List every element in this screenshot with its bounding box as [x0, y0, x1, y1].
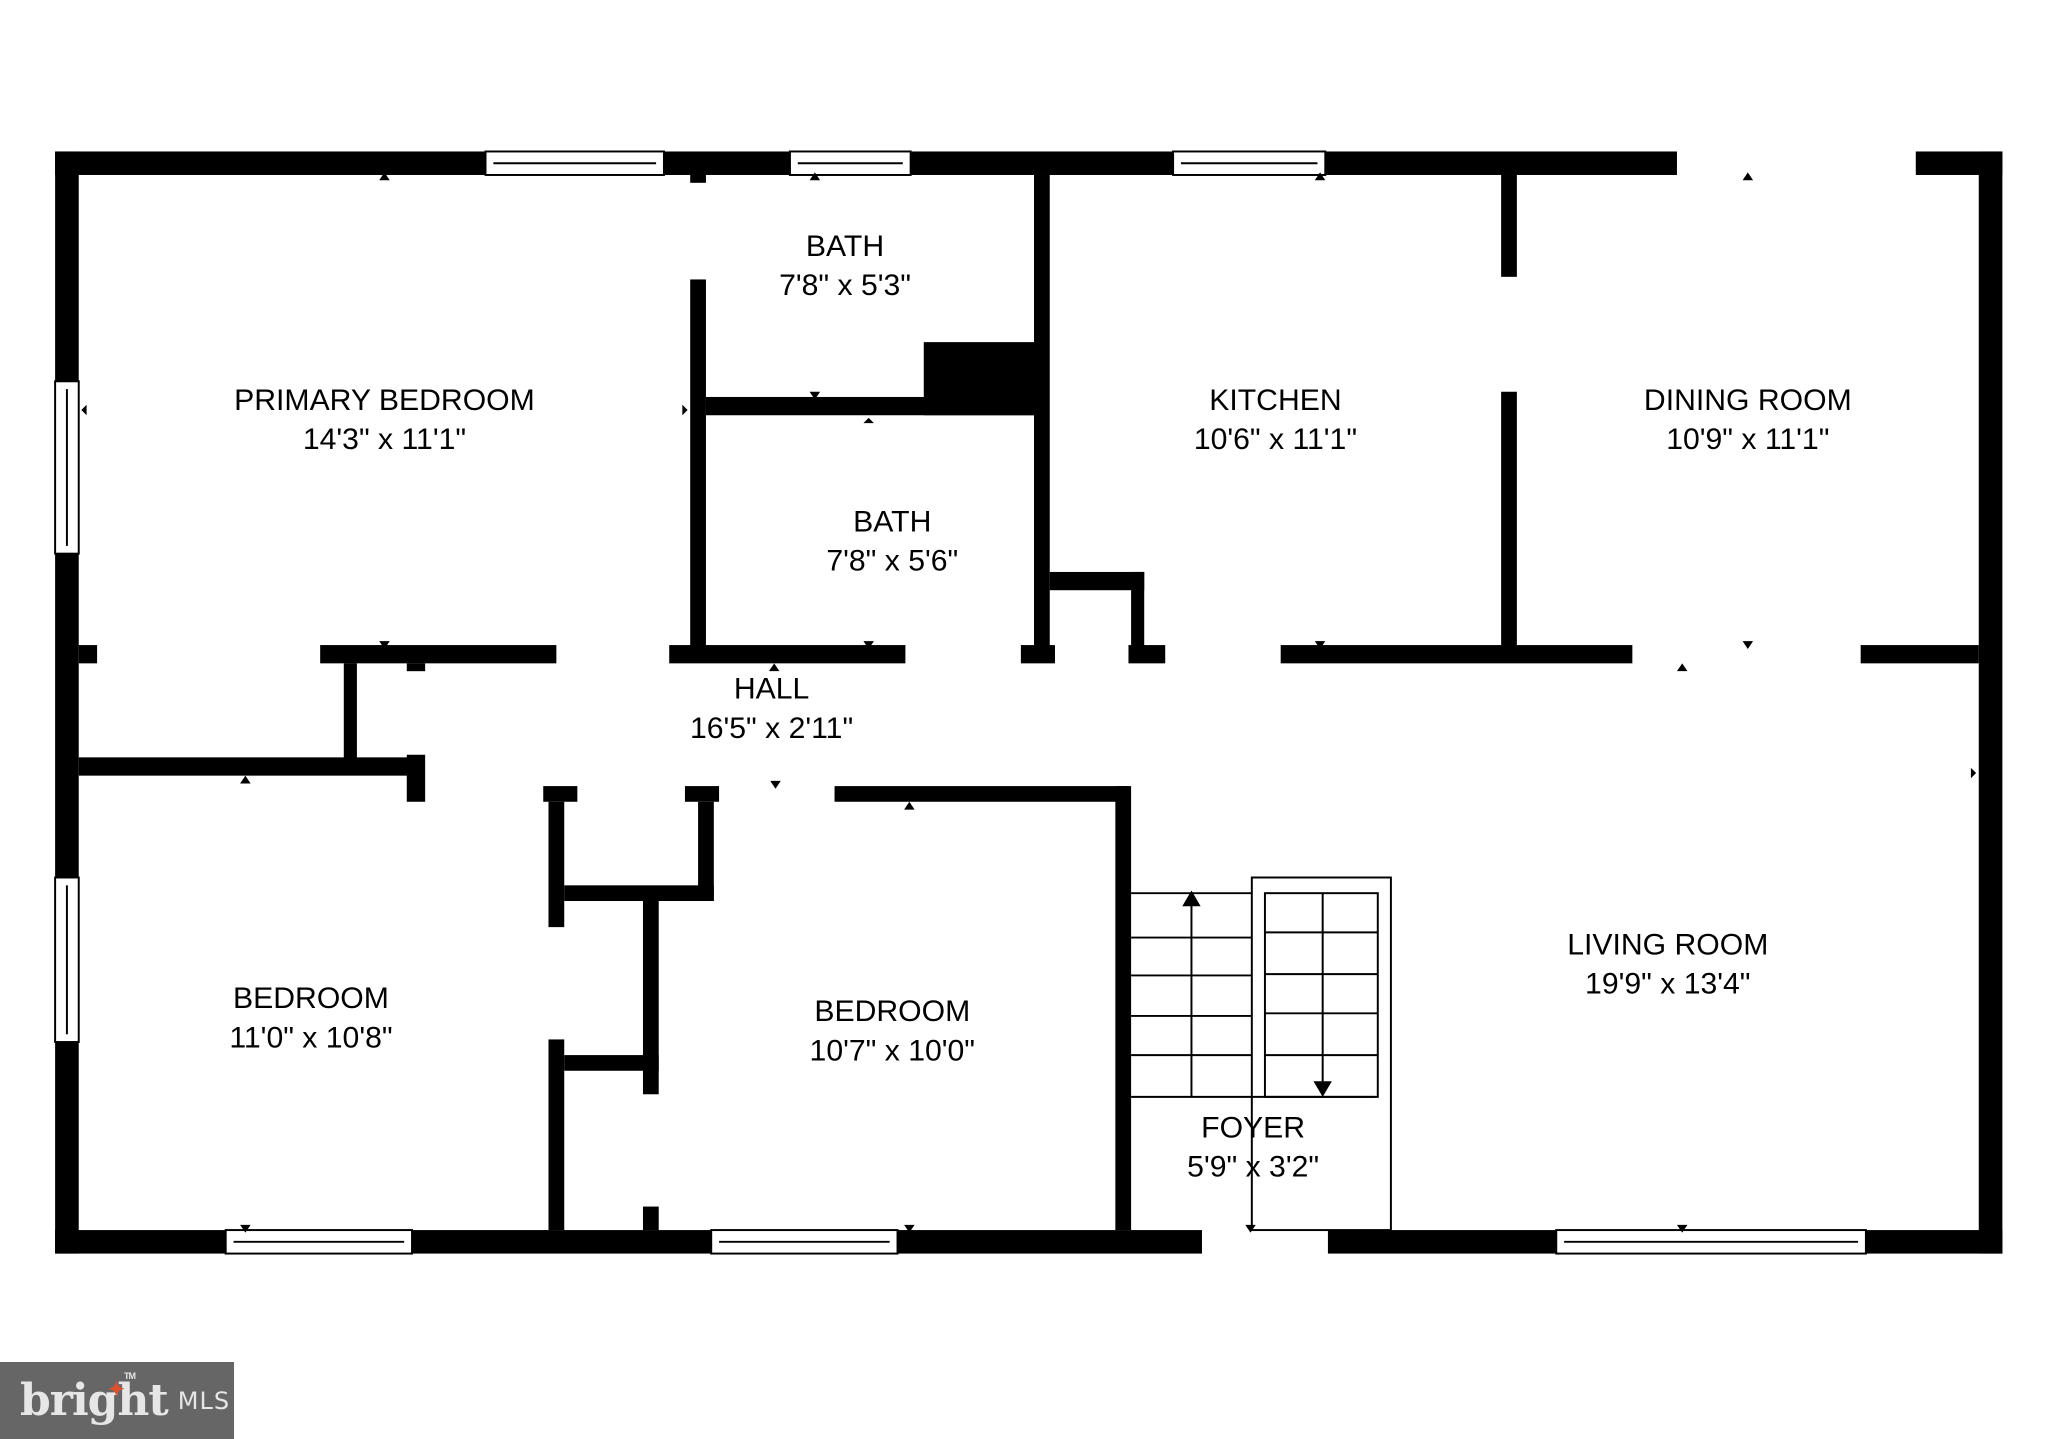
stair-down-arrow-icon — [1313, 1081, 1332, 1097]
room-dims-bath-2: 7'8" x 5'6" — [826, 545, 958, 578]
interior-walls — [78, 174, 1979, 1231]
stair-up-arrow-icon — [1182, 890, 1201, 907]
window-kitchen-north — [1172, 150, 1327, 176]
window-bedroom-west — [54, 876, 80, 1044]
window-primary-west — [54, 380, 80, 555]
room-name-hall: HALL — [734, 673, 809, 706]
room-labels: PRIMARY BEDROOM 14'3" x 11'1" BATH 7'8" … — [229, 230, 1851, 1184]
room-dims-foyer: 5'9" x 3'2" — [1187, 1151, 1319, 1184]
window-living-south — [1555, 1229, 1867, 1255]
room-dims-bedroom-1: 11'0" x 10'8" — [229, 1021, 392, 1054]
logo-brand-word: bright — [20, 1375, 169, 1426]
room-name-bedroom-2: BEDROOM — [814, 995, 970, 1028]
stairs — [1131, 876, 1392, 1232]
window-primary-north — [484, 150, 665, 176]
outer-walls — [55, 151, 2003, 1254]
measurement-markers — [81, 172, 1977, 1233]
room-dims-bedroom-2: 10'7" x 10'0" — [810, 1034, 975, 1067]
logo-trademark: TM — [124, 1371, 136, 1381]
bright-mls-logo: bright ✦ TM MLS — [0, 1362, 234, 1439]
room-name-foyer: FOYER — [1201, 1111, 1305, 1144]
window-bedroom1-south — [224, 1229, 414, 1255]
window-bedroom2-south — [710, 1229, 899, 1255]
room-name-bath-1: BATH — [806, 230, 884, 263]
windows — [54, 150, 1867, 1255]
room-name-bath-2: BATH — [853, 506, 931, 539]
room-name-primary-bedroom: PRIMARY BEDROOM — [234, 384, 535, 417]
room-dims-primary-bedroom: 14'3" x 11'1" — [303, 423, 466, 456]
room-name-living-room: LIVING ROOM — [1567, 929, 1768, 962]
star-icon: ✦ — [108, 1377, 125, 1401]
room-dims-bath-1: 7'8" x 5'3" — [779, 269, 911, 302]
room-dims-kitchen: 10'6" x 11'1" — [1194, 423, 1357, 456]
window-bath-north — [788, 150, 912, 176]
room-name-bedroom-1: BEDROOM — [233, 982, 389, 1015]
room-dims-dining-room: 10'9" x 11'1" — [1666, 423, 1829, 456]
room-dims-hall: 16'5" x 2'11" — [690, 712, 853, 745]
room-name-dining-room: DINING ROOM — [1644, 384, 1852, 417]
logo-brand-text: bright ✦ TM — [20, 1371, 169, 1426]
room-dims-living-room: 19'9" x 13'4" — [1585, 968, 1750, 1001]
room-name-kitchen: KITCHEN — [1209, 384, 1341, 417]
logo-mls-text: MLS — [177, 1386, 231, 1415]
